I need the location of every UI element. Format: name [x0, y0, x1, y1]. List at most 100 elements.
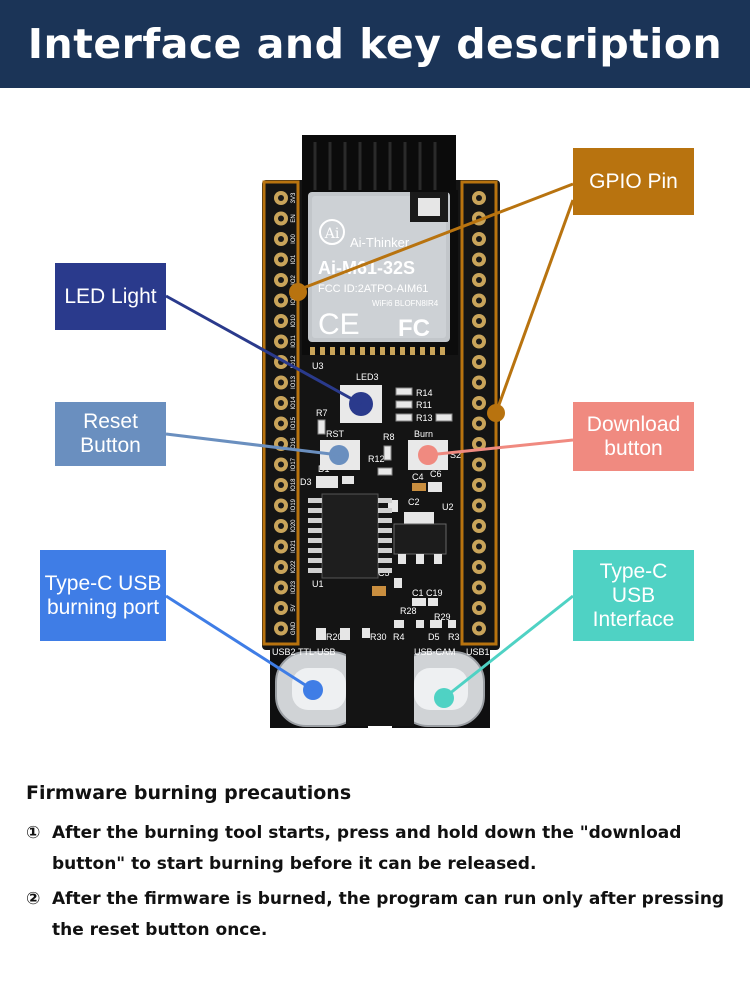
pin-label: IO1: [291, 254, 297, 264]
pin-label: IO2: [291, 275, 297, 285]
silk-r14: R14: [416, 388, 433, 398]
header-pin-hole: [278, 297, 284, 304]
voltage-regulator: [393, 512, 447, 564]
pin-label: IO19: [291, 498, 297, 512]
header-pin-hole: [476, 461, 482, 468]
header-pin-hole: [278, 461, 284, 468]
page-title: Interface and key description: [27, 20, 723, 68]
header-pin-hole: [476, 400, 482, 406]
silk-ttl-usb: TTL-USB: [298, 647, 336, 657]
header-pin-hole: [278, 482, 284, 488]
pin-label: 5V: [291, 604, 297, 611]
silk-u1: U1: [312, 579, 324, 589]
header-pin-hole: [476, 441, 482, 447]
pin-label: IO11: [291, 335, 297, 348]
silk-c4: C4: [412, 472, 424, 482]
header-pin-hole: [278, 605, 284, 611]
header-pin-hole: [278, 236, 284, 242]
header-pin-hole: [476, 297, 482, 304]
wifi-module: Ai Ai-Thinker Ai-M61-32S FCC ID:2ATPO-AI…: [302, 190, 458, 355]
antenna: [302, 135, 456, 195]
silk-r13: R13: [416, 413, 433, 423]
silk-usb-cam: USB-CAM: [414, 647, 456, 657]
header-pin-hole: [278, 277, 284, 283]
header-pin-hole: [476, 195, 482, 201]
header-pin-hole: [278, 318, 284, 324]
pin-label: IO16: [291, 437, 297, 451]
gpio-pin-callout: GPIO Pin: [573, 148, 694, 215]
note-text: After the firmware is burned, the progra…: [52, 889, 725, 940]
note-item: ② After the firmware is burned, the prog…: [26, 884, 726, 946]
header-pin-hole: [278, 215, 284, 222]
diodes-caps: [316, 476, 442, 512]
header-pin-hole: [278, 379, 284, 386]
silk-usb2: USB2: [272, 647, 296, 657]
header-pin-hole: [278, 502, 284, 509]
pin-label: 3V3: [291, 192, 297, 203]
module-fcc: FCC ID:2ATPO-AIM61: [318, 283, 428, 295]
pin-label: IO14: [291, 396, 297, 410]
header-pin-hole: [278, 441, 284, 447]
gpio-pins-left: [274, 191, 288, 636]
header-pin-hole: [278, 338, 284, 345]
header-pin-hole: [476, 564, 482, 570]
pin-label: IO18: [291, 478, 297, 492]
silk-r12: R12: [368, 454, 385, 464]
silk-r8: R8: [383, 432, 395, 442]
silk-c1c19: C1 C19: [412, 588, 443, 598]
pin-label: EN: [291, 214, 297, 222]
header-pin-hole: [278, 523, 284, 529]
pin-label: IO23: [291, 580, 297, 594]
note-number: ①: [26, 823, 41, 843]
header-pin-hole: [278, 400, 284, 406]
header-pin-hole: [476, 338, 482, 345]
pin-label: IO13: [291, 375, 297, 389]
gpio-header-left-outline: [262, 180, 300, 646]
header-pin-hole: [278, 256, 284, 263]
gpio-pins-right: [472, 191, 486, 636]
header-pin-hole: [476, 605, 482, 611]
silk-c2: C2: [408, 497, 420, 507]
module-logo: Ai: [324, 226, 340, 242]
silk-c6: C6: [430, 469, 442, 479]
note-item: ① After the burning tool starts, press a…: [26, 818, 726, 880]
module-model: Ai-M61-32S: [318, 258, 415, 278]
header-pin-hole: [476, 543, 482, 550]
header-pin-hole: [476, 236, 482, 242]
header-banner: Interface and key description: [0, 0, 750, 88]
notes-title: Firmware burning precautions: [26, 782, 352, 804]
header-pin-hole: [476, 277, 482, 283]
reset-button-callout: Reset Button: [55, 402, 166, 466]
silk-r20: R20: [326, 632, 343, 642]
silk-usb1: USB1: [466, 647, 490, 657]
led-light-callout: LED Light: [55, 263, 166, 330]
resistor-array: [317, 387, 453, 476]
pin-label: IO17: [291, 457, 297, 471]
header-pin-hole: [278, 584, 284, 591]
leader-lines: [165, 182, 575, 700]
header-pin-hole: [278, 195, 284, 201]
module-brand: Ai-Thinker: [350, 235, 410, 250]
pin-label: IO20: [291, 519, 297, 533]
silk-s2: S2: [450, 450, 461, 460]
pin-label: IO12: [291, 355, 297, 369]
pin-label: GND: [291, 621, 297, 635]
reset-button: [320, 440, 360, 470]
ce-mark: CE: [318, 308, 360, 341]
header-pin-hole: [476, 379, 482, 386]
pin-label: IO22: [291, 560, 297, 574]
note-number: ②: [26, 889, 41, 909]
typec-interface-callout: Type-C USB Interface: [573, 550, 694, 641]
header-pin-hole: [476, 502, 482, 509]
usb-serial-chip: [308, 493, 392, 579]
header-pin-hole: [476, 482, 482, 488]
header-pin-hole: [476, 625, 482, 632]
silk-r29: R29: [434, 612, 451, 622]
gpio-marker-left: [289, 283, 307, 301]
silk-r28: R28: [400, 606, 417, 616]
download-button-callout: Download button: [573, 402, 694, 471]
pin-label: IO0: [291, 234, 297, 244]
gpio-marker-right: [487, 404, 505, 422]
silk-r11: R11: [416, 400, 432, 410]
header-pin-hole: [476, 318, 482, 324]
